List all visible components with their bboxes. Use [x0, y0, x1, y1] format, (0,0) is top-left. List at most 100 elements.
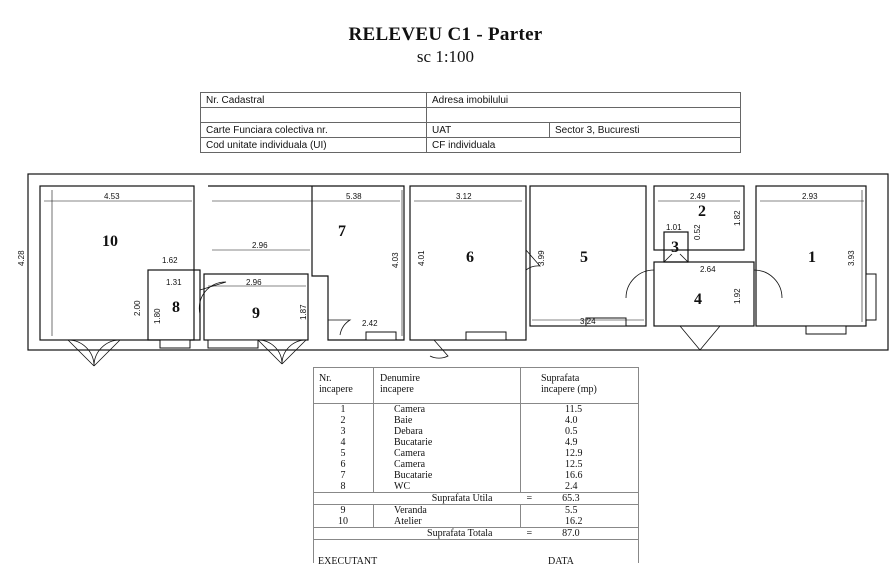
- room-number: 9: [252, 305, 260, 322]
- window: [159, 339, 191, 349]
- totala-value: 87.0: [562, 528, 580, 539]
- door-9: [257, 339, 307, 365]
- head-sup-line2: incapere (mp): [541, 384, 597, 395]
- nr-cadastral-label: Nr. Cadastral: [200, 92, 427, 108]
- floor-plan: 4.53 4.28 1.62 2.00 1.31 1.80 5.38 2.96 …: [17, 173, 889, 367]
- room-area: 4.9: [520, 437, 639, 448]
- dim-label: 2.64: [700, 265, 716, 274]
- dim-label: 4.53: [104, 192, 120, 201]
- room-nr: 7: [340, 470, 346, 481]
- room-name: Veranda: [373, 504, 521, 516]
- door-6: [429, 339, 449, 359]
- head-nr-line2: incapere: [319, 384, 353, 395]
- room-number: 3: [671, 239, 679, 256]
- room-number: 4: [694, 291, 702, 308]
- dim-label: 5.38: [346, 192, 362, 201]
- room-number: 8: [172, 299, 180, 316]
- door-4: [625, 269, 783, 299]
- room-nr: 6: [340, 459, 346, 470]
- room-nr: 8: [340, 481, 346, 492]
- window: [805, 325, 847, 335]
- head-nr: Nr.incapere: [313, 367, 374, 404]
- uat-label: UAT: [426, 122, 550, 138]
- room-7-wall: [208, 185, 405, 341]
- windows: [159, 273, 877, 349]
- totala-cell: =87.0: [520, 527, 639, 540]
- dimension-lines: [44, 190, 864, 336]
- room-area: 16.2: [520, 516, 639, 528]
- room-number: 5: [580, 249, 588, 266]
- totala-label: Suprafata Totala: [313, 527, 521, 540]
- door-4-front: [679, 325, 721, 351]
- dim-label: 1.31: [166, 278, 182, 287]
- room-number: 7: [338, 223, 346, 240]
- dim-label: 3.93: [847, 250, 856, 266]
- room-area: 5.5: [520, 504, 639, 516]
- dim-label: 2.96: [246, 278, 262, 287]
- room-area: 12.9: [520, 448, 639, 459]
- walls: [27, 173, 889, 351]
- empty-cell: [426, 107, 741, 123]
- room-name: Atelier: [373, 516, 521, 528]
- door-3: [663, 253, 689, 263]
- room-number: 6: [466, 249, 474, 266]
- dim-label: 3.24: [580, 317, 596, 326]
- window: [207, 339, 259, 349]
- room-name: Debara: [373, 426, 521, 437]
- room-name: Bucatarie: [373, 437, 521, 448]
- outer-wall: [27, 173, 889, 351]
- door-8: [198, 281, 227, 315]
- room-2-wall: [653, 185, 745, 251]
- room-nr: 4: [340, 437, 346, 448]
- cf-individuala-label: CF individuala: [426, 137, 741, 153]
- window: [585, 317, 627, 327]
- dim-label: 1.92: [733, 288, 742, 304]
- carte-funciara-label: Carte Funciara colectiva nr.: [200, 122, 427, 138]
- door-7: [328, 319, 352, 336]
- room-name: Camera: [373, 459, 521, 470]
- room-area: 11.5: [520, 403, 639, 415]
- door-5: [525, 249, 541, 271]
- room-number: 1: [808, 249, 816, 266]
- sector-value: Sector 3, Bucuresti: [549, 122, 741, 138]
- room-nr: 9: [340, 505, 346, 516]
- utila-value: 65.3: [562, 493, 580, 504]
- dim-label: 2.00: [133, 300, 142, 316]
- dim-label: 1.82: [733, 210, 742, 226]
- room-nr: 3: [340, 426, 346, 437]
- room-name: Baie: [373, 415, 521, 426]
- room-nr: 2: [340, 415, 346, 426]
- empty-cell: [200, 107, 427, 123]
- dim-label: 4.01: [417, 250, 426, 266]
- dim-label: 2.42: [362, 319, 378, 328]
- room-numbers: 10 7 8 9 6 5 2 3 4 1: [102, 203, 816, 322]
- room-5-wall: [529, 185, 647, 327]
- cod-ui-label: Cod unitate individuala (UI): [200, 137, 427, 153]
- room-nr: 5: [340, 448, 346, 459]
- utila-cell: = 65.3: [520, 492, 639, 505]
- info-table: Nr. Cadastral Adresa imobilului Carte Fu…: [200, 92, 741, 153]
- room-name: Camera: [373, 403, 521, 415]
- utila-eq: =: [526, 493, 533, 504]
- plan-scale: sc 1:100: [416, 47, 475, 66]
- room-nr: 1: [340, 404, 346, 415]
- room-number: 2: [698, 203, 706, 220]
- head-den-line1: Denumire: [380, 373, 420, 384]
- head-nr-line1: Nr.: [319, 373, 332, 384]
- head-sup-line1: Suprafata: [541, 373, 580, 384]
- dim-label: 1.80: [153, 308, 162, 324]
- dim-label: 2.49: [690, 192, 706, 201]
